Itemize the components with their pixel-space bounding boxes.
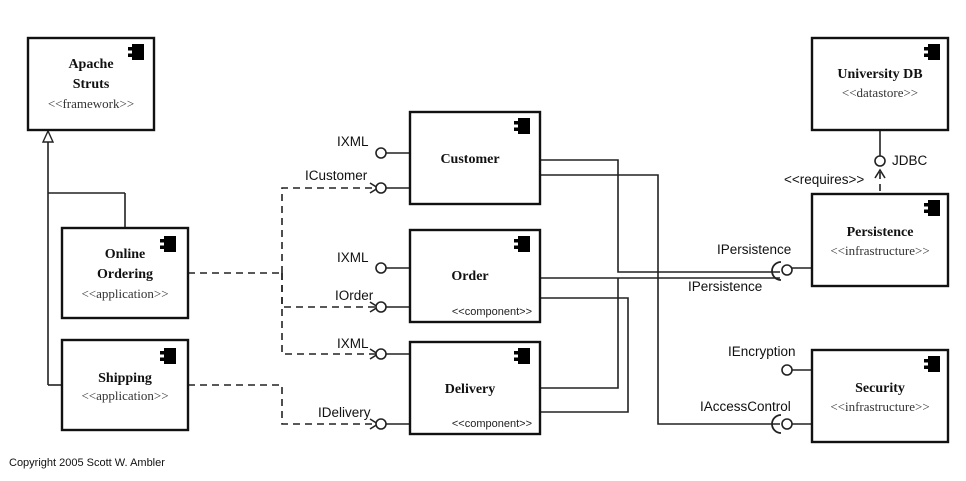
iencryption-label: IEncryption xyxy=(728,344,796,359)
component-customer: Customer xyxy=(408,110,542,206)
component-security: Security <<infrastructure>> xyxy=(810,348,950,444)
dependency-to-icustomer xyxy=(281,187,378,273)
component-online-ordering: Online Ordering <<application>> xyxy=(60,226,190,320)
idelivery-ball xyxy=(375,418,387,430)
component-apache-struts: Apache Struts <<framework>> xyxy=(26,36,156,132)
customer-ixml-label: IXML xyxy=(337,134,369,149)
copyright-notice: Copyright 2005 Scott W. Ambler xyxy=(9,457,165,469)
iaccesscontrol-label: IAccessControl xyxy=(700,399,791,414)
delivery-title: Delivery xyxy=(445,382,496,397)
delivery-stereotype: <<component>> xyxy=(452,418,532,430)
idelivery-label: IDelivery xyxy=(318,405,371,420)
ipersistence-required-label: IPersistence xyxy=(688,279,762,294)
delivery-to-ipersistence xyxy=(540,278,619,389)
online-ordering-title-line2: Ordering xyxy=(97,267,153,282)
dependency-to-delivery-ixml xyxy=(281,273,378,355)
generalization-arrowhead xyxy=(41,129,55,143)
customer-to-iaccesscontrol xyxy=(540,174,780,425)
customer-to-ipersistence xyxy=(540,159,780,273)
order-delivery-to-iaccesscontrol xyxy=(540,297,629,413)
university-db-title: University DB xyxy=(837,67,922,82)
persistence-title: Persistence xyxy=(847,225,914,240)
order-ixml-label: IXML xyxy=(337,250,369,265)
component-university-db: University DB <<datastore>> xyxy=(810,36,950,132)
ipersistence-provided-label: IPersistence xyxy=(717,242,791,257)
apache-struts-stereotype: <<framework>> xyxy=(48,96,134,111)
delivery-ixml-label: IXML xyxy=(337,336,369,351)
security-title: Security xyxy=(855,381,905,396)
apache-struts-title-line1: Apache xyxy=(68,57,113,72)
customer-ixml-ball xyxy=(375,147,387,159)
delivery-ixml-ball xyxy=(375,348,387,360)
order-ixml-ball xyxy=(375,262,387,274)
requires-label: <<requires>> xyxy=(784,172,864,187)
jdbc-ball xyxy=(874,155,886,167)
dependency-to-iorder xyxy=(281,273,378,308)
online-ordering-title-line1: Online xyxy=(105,247,145,262)
iencryption-ball xyxy=(781,364,793,376)
iorder-label: IOrder xyxy=(335,288,374,303)
security-stereotype: <<infrastructure>> xyxy=(830,399,929,414)
persistence-stereotype: <<infrastructure>> xyxy=(830,243,929,258)
customer-title: Customer xyxy=(440,152,499,167)
iaccesscontrol-socket xyxy=(771,414,782,434)
component-delivery: Delivery <<component>> xyxy=(408,340,542,436)
dependency-to-idelivery xyxy=(188,384,378,425)
interface-symbols xyxy=(375,147,886,434)
icustomer-label: ICustomer xyxy=(305,168,368,183)
component-order: Order <<component>> xyxy=(408,228,542,324)
component-persistence: Persistence <<infrastructure>> xyxy=(810,192,950,288)
order-stereotype: <<component>> xyxy=(452,306,532,318)
university-db-stereotype: <<datastore>> xyxy=(842,85,918,100)
shipping-stereotype: <<application>> xyxy=(81,388,168,403)
online-ordering-stereotype: <<application>> xyxy=(81,286,168,301)
interface-labels: IXML ICustomer IXML IOrder IXML IDeliver… xyxy=(305,134,928,420)
apache-struts-title-line2: Struts xyxy=(73,77,110,92)
iaccesscontrol-ball xyxy=(781,418,793,430)
shipping-title: Shipping xyxy=(98,371,152,386)
ipersistence-ball xyxy=(781,264,793,276)
order-title: Order xyxy=(451,269,488,284)
iorder-ball xyxy=(375,301,387,313)
jdbc-label: JDBC xyxy=(892,153,928,168)
icustomer-ball xyxy=(375,182,387,194)
ipersistence-socket xyxy=(771,261,782,281)
component-shipping: Shipping <<application>> xyxy=(60,338,190,432)
